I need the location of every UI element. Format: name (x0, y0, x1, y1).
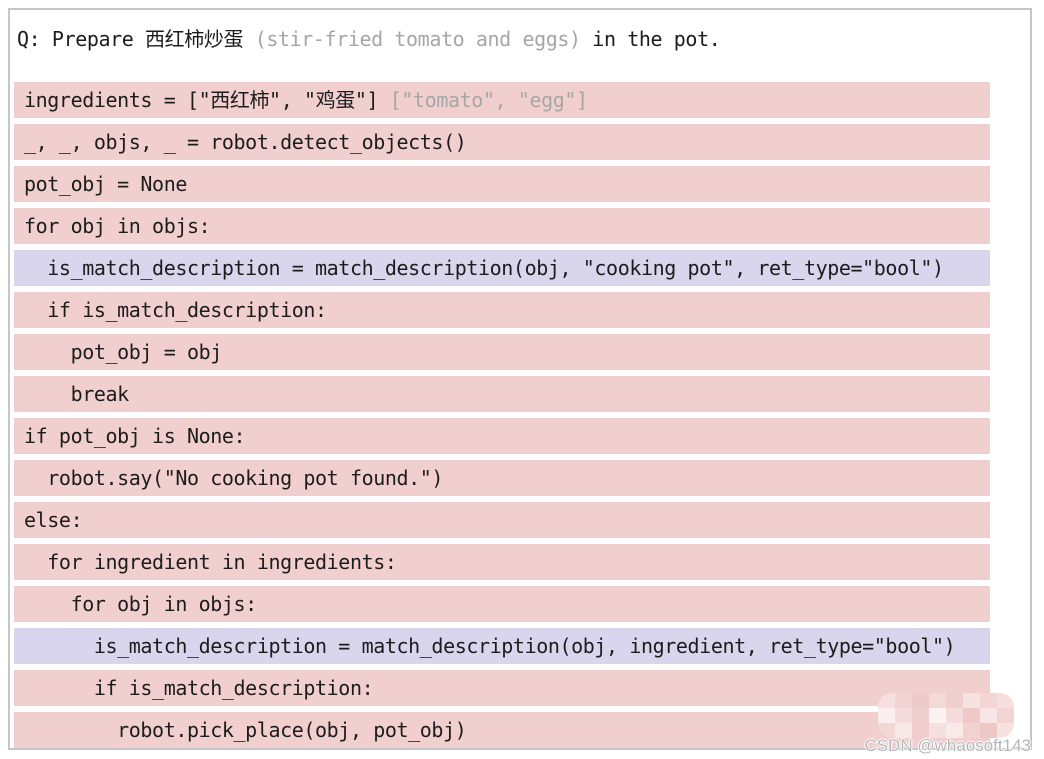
mosaic-cell (997, 693, 1014, 708)
code-line: pot_obj = obj (14, 334, 990, 370)
code-line: break (14, 376, 990, 412)
mosaic-cell (912, 723, 929, 738)
mosaic-cell (980, 693, 997, 708)
code-text: for obj in objs: (24, 214, 211, 238)
code-text: is_match_description = match_description… (24, 256, 944, 280)
watermark-text: CSDN @whaosoft143 (864, 736, 1031, 755)
mosaic-cell (963, 708, 980, 723)
code-text: robot.pick_place(obj, pot_obj) (24, 718, 467, 742)
code-block: ingredients = ["西红柿", "鸡蛋"] ["tomato", "… (14, 82, 990, 748)
code-text: is_match_description = match_description… (24, 634, 956, 658)
code-text: pot_obj = obj (24, 340, 223, 364)
mosaic-cell (912, 708, 929, 723)
mosaic-cell (929, 693, 946, 708)
code-line: for obj in objs: (14, 208, 990, 244)
code-line: robot.pick_place(obj, pot_obj) (14, 712, 990, 748)
figure-frame: Q: Prepare 西红柿炒蛋 (stir-fried tomato and … (8, 8, 1032, 750)
mosaic-cell (980, 708, 997, 723)
mosaic-cell (895, 693, 912, 708)
question-line: Q: Prepare 西红柿炒蛋 (stir-fried tomato and … (17, 26, 1030, 52)
pixelated-watermark-block (878, 693, 1014, 738)
code-line: for ingredient in ingredients: (14, 544, 990, 580)
mosaic-cell (895, 723, 912, 738)
code-text: robot.say("No cooking pot found.") (24, 466, 444, 490)
mosaic-cell (878, 693, 895, 708)
mosaic-cell (929, 708, 946, 723)
code-line: pot_obj = None (14, 166, 990, 202)
code-line: is_match_description = match_description… (14, 628, 990, 664)
code-text: if is_match_description: (24, 676, 374, 700)
code-text: for obj in objs: (24, 592, 258, 616)
code-line: if is_match_description: (14, 670, 990, 706)
question-prefix: Q: Prepare 西红柿炒蛋 (17, 27, 255, 51)
question-suffix: in the pot. (580, 27, 721, 51)
code-text: for ingredient in ingredients: (24, 550, 397, 574)
mosaic-cell (980, 723, 997, 738)
code-text: ingredients = ["西红柿", "鸡蛋"] (24, 88, 379, 112)
code-translation-text: ["tomato", "egg"] (378, 88, 588, 112)
mosaic-cell (946, 708, 963, 723)
mosaic-cell (963, 693, 980, 708)
mosaic-cell (946, 693, 963, 708)
code-line: for obj in objs: (14, 586, 990, 622)
mosaic-cell (878, 708, 895, 723)
code-line: else: (14, 502, 990, 538)
code-text: if is_match_description: (24, 298, 327, 322)
mosaic-cell (878, 723, 895, 738)
mosaic-cell (912, 693, 929, 708)
mosaic-cell (929, 723, 946, 738)
question-translation: (stir-fried tomato and eggs) (254, 27, 581, 51)
code-line: if pot_obj is None: (14, 418, 990, 454)
mosaic-cell (895, 708, 912, 723)
code-text: _, _, objs, _ = robot.detect_objects() (24, 130, 467, 154)
code-line: is_match_description = match_description… (14, 250, 990, 286)
code-text: pot_obj = None (24, 172, 187, 196)
code-text: if pot_obj is None: (24, 424, 246, 448)
code-line: ingredients = ["西红柿", "鸡蛋"] ["tomato", "… (14, 82, 990, 118)
code-line: _, _, objs, _ = robot.detect_objects() (14, 124, 990, 160)
mosaic-cell (997, 708, 1014, 723)
mosaic-cell (963, 723, 980, 738)
code-text: break (24, 382, 130, 406)
mosaic-cell (946, 723, 963, 738)
code-text: else: (24, 508, 83, 532)
code-line: if is_match_description: (14, 292, 990, 328)
code-line: robot.say("No cooking pot found.") (14, 460, 990, 496)
